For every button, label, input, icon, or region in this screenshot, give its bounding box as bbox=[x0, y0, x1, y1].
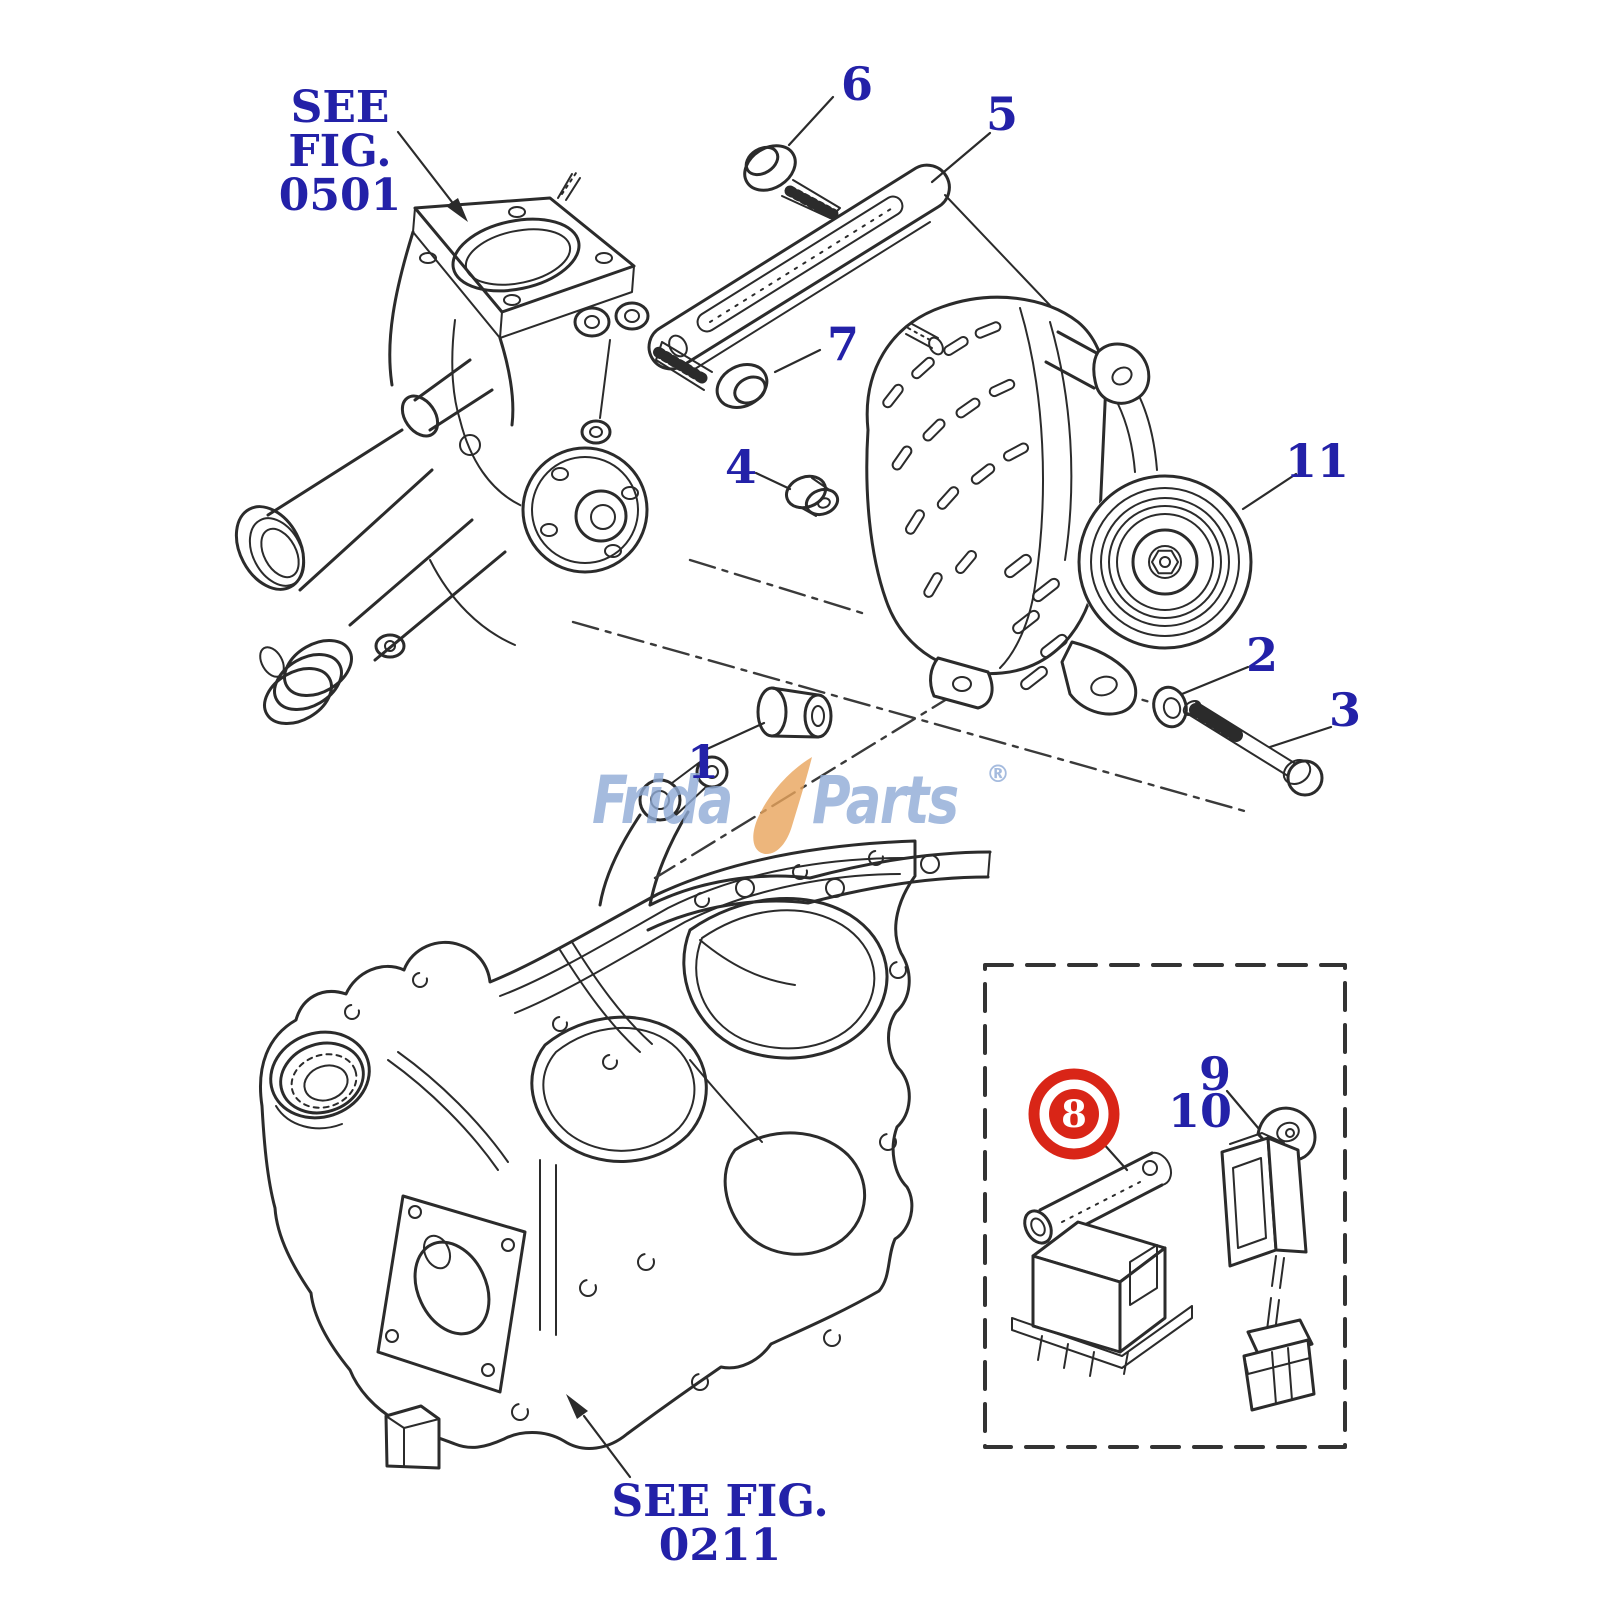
fig-ref-0501-line2: FIG. bbox=[288, 126, 391, 177]
part-label-1: 1 bbox=[687, 735, 719, 789]
reference-arrows bbox=[396, 130, 632, 1479]
part-label-10: 10 bbox=[1168, 1084, 1232, 1138]
connector-drawing bbox=[1242, 1318, 1316, 1412]
fig-ref-0211-line2: 0211 bbox=[659, 1520, 781, 1571]
fig-ref-0211-line1: SEE FIG. bbox=[611, 1476, 828, 1527]
fig-ref-0501-line1: SEE bbox=[291, 82, 390, 133]
water-pump-drawing bbox=[234, 169, 650, 725]
part-label-9: 9 bbox=[1199, 1047, 1231, 1101]
fig-ref-0501-line3: 0501 bbox=[279, 170, 401, 221]
part-label-4: 4 bbox=[725, 440, 757, 494]
bolt-3-drawing bbox=[1182, 699, 1324, 797]
fig0501-arrow-icon bbox=[446, 198, 468, 222]
spacer-1-drawing bbox=[756, 686, 833, 739]
highlight-marker-8: 8 bbox=[1028, 1068, 1120, 1160]
relay-drawing bbox=[1011, 1220, 1193, 1377]
leader-lines bbox=[705, 95, 1333, 1172]
mounting-bracket-drawing bbox=[598, 755, 992, 986]
watermark: Frida Parts ® bbox=[592, 757, 1010, 855]
nut-4-drawing bbox=[785, 474, 840, 517]
sensor-drawing bbox=[1220, 1106, 1317, 1333]
part-label-5: 5 bbox=[986, 87, 1018, 141]
diagram-linework bbox=[234, 95, 1347, 1479]
watermark-registered-mark: ® bbox=[986, 760, 1010, 788]
bolt-6-drawing bbox=[743, 144, 841, 220]
watermark-swoosh-icon bbox=[753, 757, 812, 855]
part-label-11: 11 bbox=[1285, 434, 1349, 488]
part-label-2: 2 bbox=[1246, 628, 1278, 682]
washer-2-drawing bbox=[1152, 685, 1188, 729]
alternator-drawing bbox=[865, 295, 1253, 716]
part-label-3: 3 bbox=[1329, 683, 1361, 737]
vent-slots bbox=[882, 321, 1068, 691]
part-number-labels: 6 5 7 4 11 2 3 1 9 10 bbox=[687, 57, 1361, 1138]
part-label-8: 8 bbox=[1061, 1092, 1087, 1136]
bolt-7-drawing bbox=[652, 341, 769, 409]
part-label-7: 7 bbox=[827, 317, 859, 371]
watermark-text-right: Parts bbox=[812, 763, 958, 839]
gear-case-drawing bbox=[259, 839, 917, 1470]
inset-box bbox=[983, 963, 1347, 1449]
figure-references: SEE FIG. 0501 SEE FIG. 0211 bbox=[279, 82, 829, 1571]
part-label-6: 6 bbox=[841, 57, 873, 111]
watermark-text-left: Frida bbox=[592, 763, 732, 839]
fig0211-arrow-icon bbox=[566, 1394, 588, 1419]
